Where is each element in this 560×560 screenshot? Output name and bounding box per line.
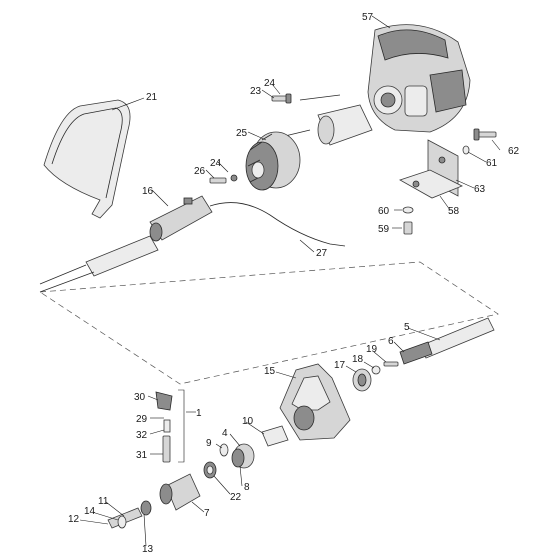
callout-13: 13	[142, 544, 154, 555]
clutch-drum-part	[245, 131, 301, 191]
callout-29: 29	[136, 414, 148, 425]
callout-23: 23	[250, 86, 262, 97]
callout-18: 18	[352, 354, 364, 365]
leader-lines	[79, 15, 501, 547]
sleeve-4-part	[231, 443, 255, 469]
upper-shaft-part	[39, 235, 159, 293]
callout-31: 31	[136, 450, 148, 461]
clamp-part	[352, 368, 372, 392]
screw-26-part	[209, 174, 238, 184]
bearing-6-part	[399, 341, 433, 365]
callout-10: 10	[242, 416, 254, 427]
callout-26: 26	[194, 166, 206, 177]
bolt-24-top-part	[271, 93, 292, 104]
callout-27: 27	[316, 248, 328, 259]
callout-30: 30	[134, 392, 146, 403]
section-divider	[38, 261, 499, 385]
callout-62: 62	[508, 146, 520, 157]
callout-19: 19	[366, 344, 378, 355]
ring-9-part	[219, 443, 229, 457]
callout-6: 6	[388, 336, 394, 347]
callout-63: 63	[474, 184, 486, 195]
callout-61: 61	[486, 158, 498, 169]
callout-24-top: 24	[264, 78, 276, 89]
callout-labels: 57 21 24 23 25 24 26 16 62 61 63 60 58 5…	[68, 12, 520, 555]
callout-16: 16	[142, 186, 154, 197]
guard-part	[43, 99, 131, 219]
callout-11: 11	[98, 496, 109, 507]
callout-58: 58	[448, 206, 460, 217]
gear-housing-part	[159, 473, 201, 511]
callout-25: 25	[236, 128, 248, 139]
callout-15: 15	[264, 366, 276, 377]
nut-13-part	[140, 500, 152, 516]
kit-bracket	[178, 389, 185, 463]
washer-14-part	[117, 515, 127, 529]
callout-5: 5	[404, 322, 410, 333]
callout-17: 17	[334, 360, 346, 371]
throttle-handle-part	[149, 195, 213, 242]
callout-59: 59	[378, 224, 390, 235]
engine-part	[367, 24, 471, 133]
mount-bracket-part	[399, 139, 463, 199]
callout-21: 21	[146, 92, 158, 103]
knob-30-part	[155, 391, 173, 411]
callout-7: 7	[204, 508, 210, 519]
callout-4: 4	[222, 428, 228, 439]
tube-10-part	[261, 425, 289, 447]
pin-19-part	[383, 361, 399, 367]
callout-32: 32	[136, 430, 148, 441]
spring-32-part	[163, 419, 171, 433]
callout-1: 1	[196, 408, 202, 419]
callout-8: 8	[244, 482, 250, 493]
washer-22-part	[203, 461, 217, 479]
callout-14: 14	[84, 506, 96, 517]
callout-24-mid: 24	[210, 158, 222, 169]
callout-9: 9	[206, 438, 212, 449]
callout-60: 60	[378, 206, 390, 217]
pin-31-part	[162, 435, 171, 463]
callout-22: 22	[230, 492, 242, 503]
lower-guard-part	[279, 363, 351, 441]
screw-62-part	[462, 128, 497, 155]
callout-57: 57	[362, 12, 374, 23]
bolt-59-part	[402, 206, 414, 235]
callout-12: 12	[68, 514, 80, 525]
throttle-cable-part	[209, 202, 346, 247]
